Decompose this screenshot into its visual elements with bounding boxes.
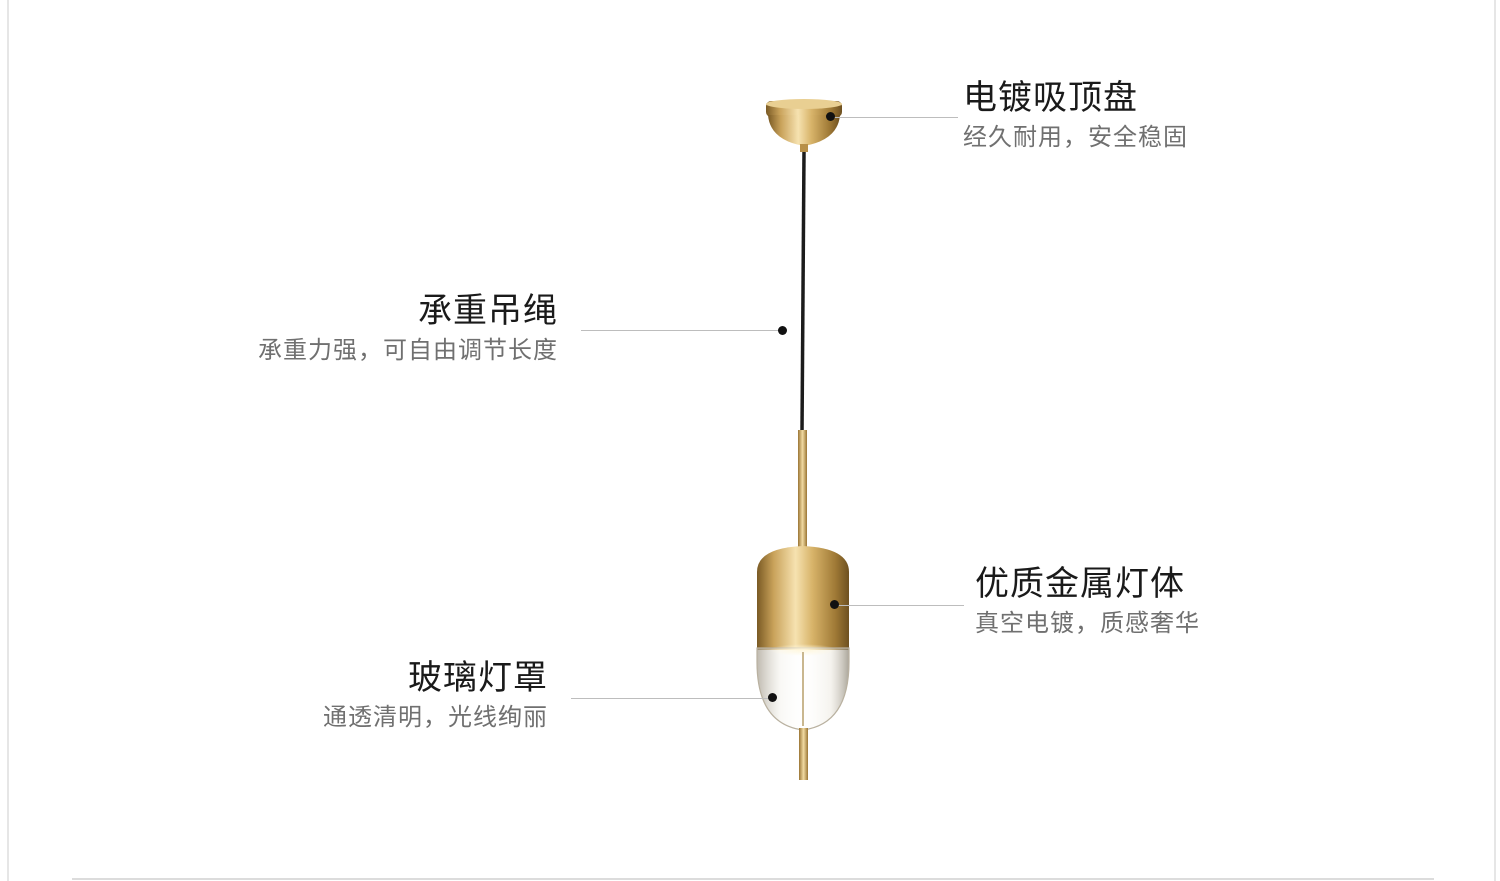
suspension-cord-dot bbox=[778, 326, 787, 335]
glass-shade-subtitle: 通透清明，光线绚丽 bbox=[323, 703, 548, 731]
suspension-cord bbox=[800, 151, 806, 433]
metal-body-subtitle: 真空电镀，质感奢华 bbox=[975, 609, 1200, 637]
upper-rod bbox=[798, 430, 807, 548]
suspension-cord-title: 承重吊绳 bbox=[418, 291, 558, 331]
metal-body-title: 优质金属灯体 bbox=[975, 564, 1185, 604]
suspension-cord-callout: 承重吊绳 承重力强，可自由调节长度 bbox=[258, 291, 558, 365]
lower-rod bbox=[799, 728, 808, 780]
metal-body bbox=[757, 546, 849, 650]
ceiling-canopy bbox=[766, 99, 842, 152]
bottom-divider bbox=[72, 878, 1434, 880]
glass-shade-title: 玻璃灯罩 bbox=[408, 658, 548, 698]
glass-shade-dot bbox=[768, 693, 777, 702]
suspension-cord-subtitle: 承重力强，可自由调节长度 bbox=[258, 336, 558, 364]
metal-body-callout: 优质金属灯体 真空电镀，质感奢华 bbox=[975, 564, 1200, 638]
left-border bbox=[7, 0, 9, 881]
ceiling-plate-leader bbox=[832, 117, 958, 118]
right-border bbox=[1494, 0, 1496, 881]
glass-shade-callout: 玻璃灯罩 通透清明，光线绚丽 bbox=[323, 658, 548, 732]
ceiling-plate-title: 电镀吸顶盘 bbox=[963, 78, 1138, 118]
suspension-cord-leader bbox=[581, 330, 781, 331]
metal-body-dot bbox=[830, 600, 839, 609]
metal-body-leader bbox=[836, 605, 964, 606]
ceiling-plate-subtitle: 经久耐用，安全稳固 bbox=[963, 123, 1188, 151]
ceiling-plate-callout: 电镀吸顶盘 经久耐用，安全稳固 bbox=[963, 78, 1188, 152]
glass-shade-leader bbox=[571, 698, 771, 699]
glass-shade bbox=[756, 644, 850, 731]
ceiling-plate-dot bbox=[826, 112, 835, 121]
